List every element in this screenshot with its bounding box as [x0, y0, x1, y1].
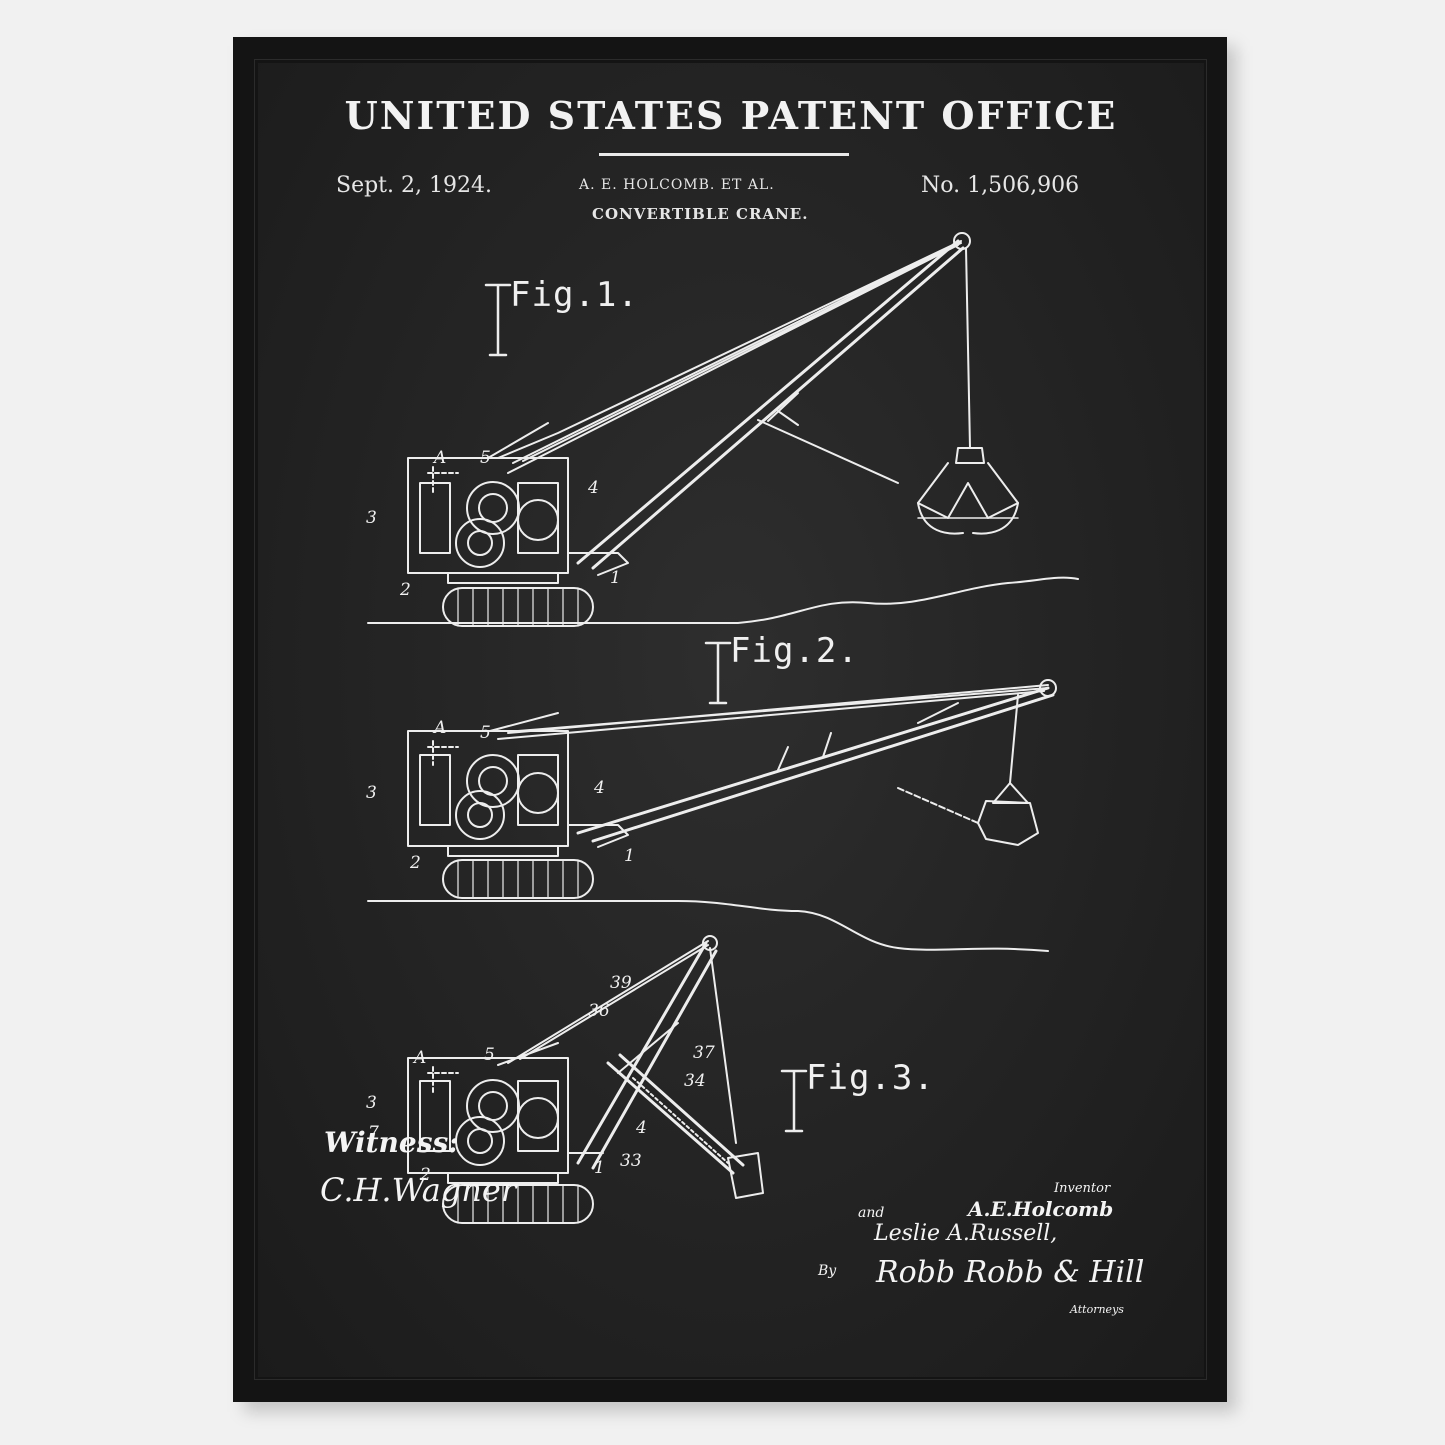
figure-3-drawing: [407, 935, 764, 1224]
fig3-label-7: 7: [368, 1123, 379, 1143]
fig2-label-4: 4: [594, 778, 605, 798]
by-caption: By: [818, 1263, 837, 1279]
inventor-2-signature: Leslie A.Russell,: [874, 1221, 1058, 1246]
patent-inventor: A. E. HOLCOMB. ET AL.: [579, 177, 775, 193]
frame-inner-edge: [254, 59, 1207, 1380]
fig3-label-2: 2: [420, 1165, 431, 1185]
witness-signature: C.H.Wagner: [320, 1171, 517, 1209]
fig3-label-36: 36: [588, 1001, 610, 1021]
fig2-label-5: 5: [480, 723, 491, 743]
fig2-label-A: A: [434, 718, 447, 738]
fig2-label-1: 1: [624, 846, 635, 866]
attorney-signature: Robb Robb & Hill: [876, 1255, 1145, 1290]
fig1-label-1: 1: [610, 568, 621, 588]
figure-2-drawing: [367, 679, 1057, 952]
fig1-label-5: 5: [480, 448, 491, 468]
inventor-caption: Inventor: [1054, 1181, 1111, 1196]
fig1-label-3: 3: [366, 508, 377, 528]
fig3-label-34: 34: [684, 1071, 706, 1091]
inventor-1-signature: A.E.Holcomb: [968, 1197, 1114, 1221]
figure-posts: [484, 283, 808, 1133]
fig2-label-3: 3: [366, 783, 377, 803]
and-caption: and: [858, 1205, 885, 1221]
fig-3-label: Fig.3.: [806, 1058, 935, 1098]
fig1-label-4: 4: [588, 478, 599, 498]
crane-drawings: [367, 232, 1079, 1224]
patent-subtitle: CONVERTIBLE CRANE.: [592, 205, 809, 223]
print-title: UNITED STATES PATENT OFFICE: [344, 93, 1118, 138]
fig3-label-1: 1: [594, 1158, 605, 1178]
fig-1-label: Fig.1.: [510, 275, 639, 315]
fig3-label-39: 39: [610, 973, 632, 993]
fig1-label-2: 2: [400, 580, 411, 600]
witness-label: Witness:: [324, 1126, 459, 1159]
fig3-label-3: 3: [366, 1093, 377, 1113]
fig1-label-A: A: [434, 448, 447, 468]
patent-date: Sept. 2, 1924.: [336, 173, 492, 198]
fig3-label-A: A: [414, 1048, 427, 1068]
fig3-label-4: 4: [636, 1118, 647, 1138]
fig3-label-37: 37: [693, 1043, 715, 1063]
fig-2-label: Fig.2.: [730, 631, 859, 671]
attorneys-caption: Attorneys: [1070, 1303, 1124, 1316]
figure-1-drawing: [367, 232, 1079, 627]
title-rule: [599, 153, 849, 156]
fig2-label-2: 2: [410, 853, 421, 873]
patent-number: No. 1,506,906: [921, 173, 1080, 198]
fig3-label-5: 5: [484, 1045, 495, 1065]
patent-print: UNITED STATES PATENT OFFICE Sept. 2, 192…: [258, 63, 1204, 1377]
fig3-label-33: 33: [620, 1151, 642, 1171]
